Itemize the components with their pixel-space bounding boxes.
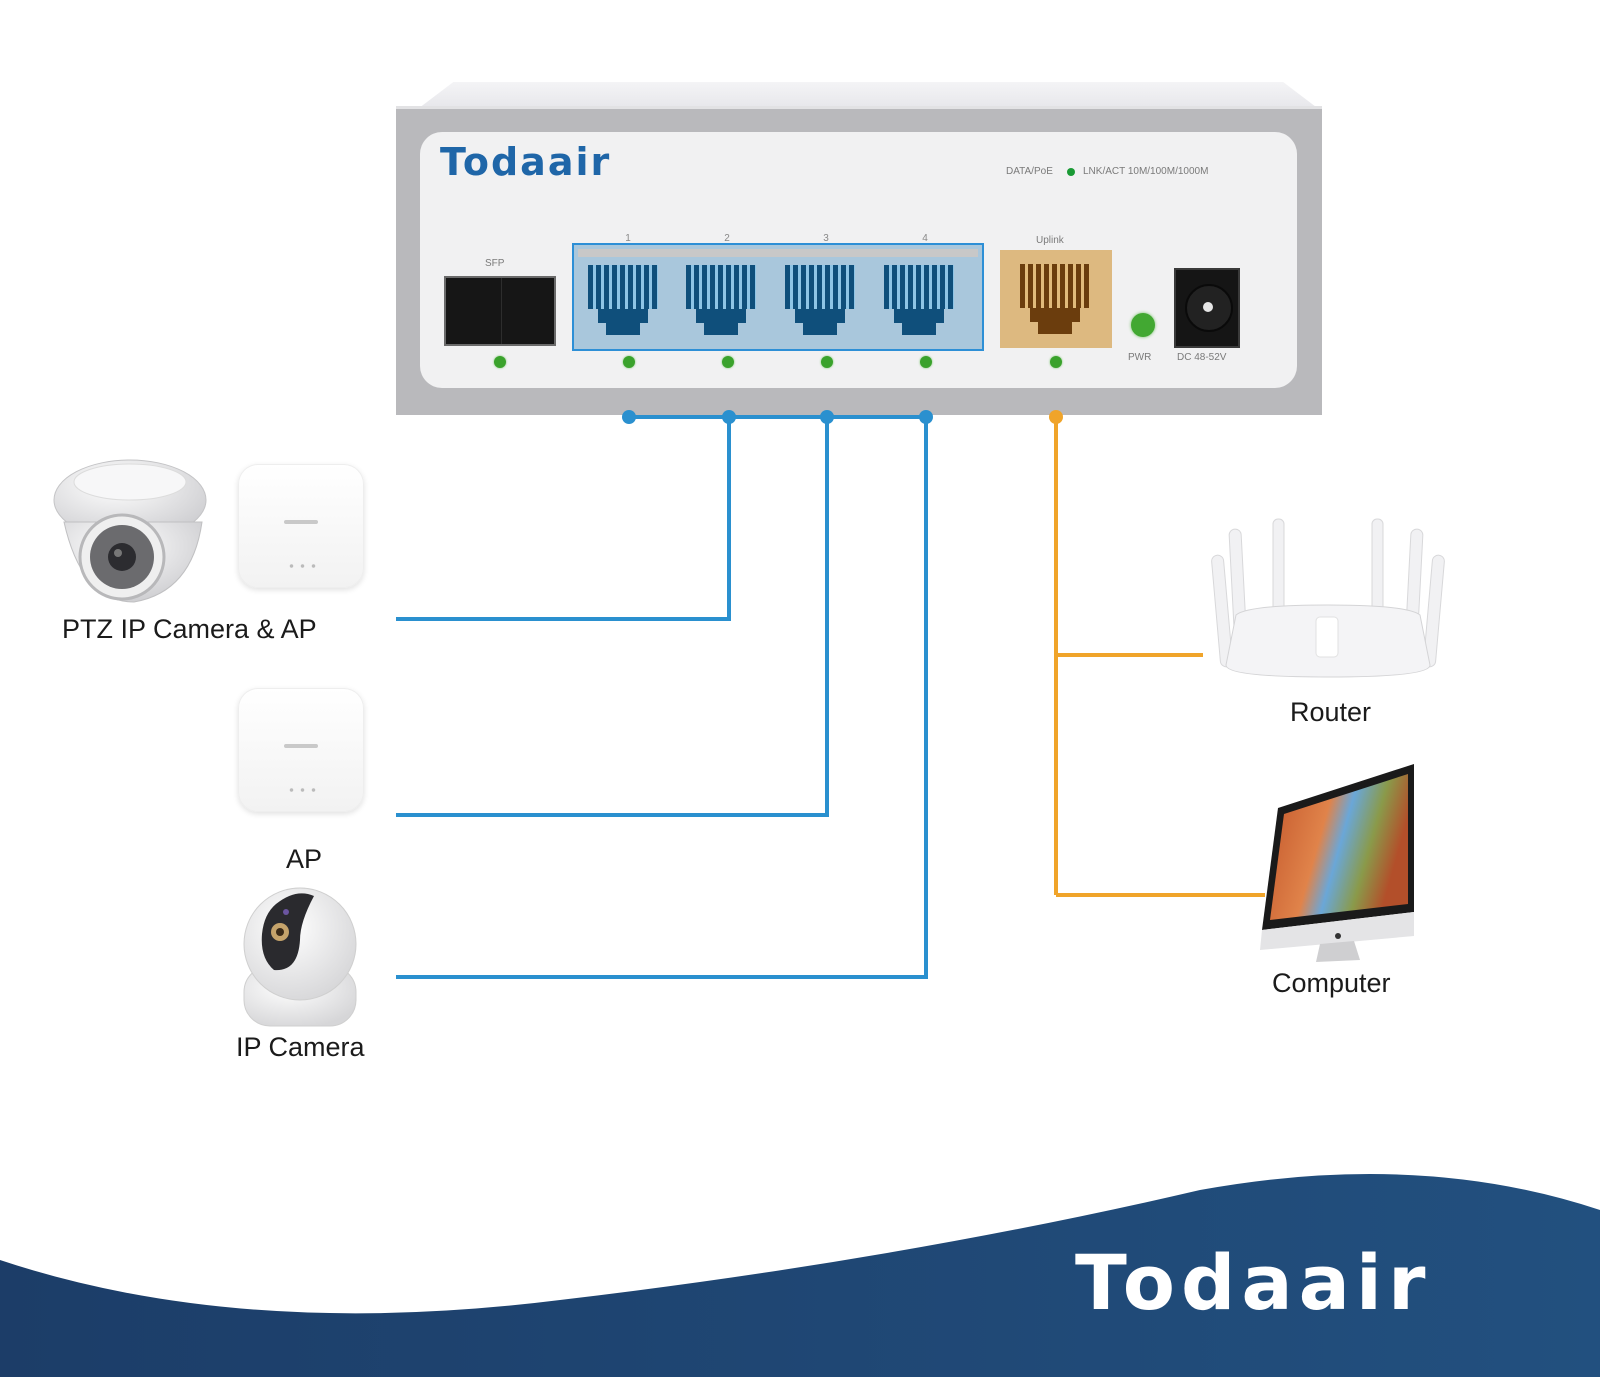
uplink-connections (1054, 417, 1265, 897)
uplink-node-icon (1049, 410, 1063, 424)
port-number-3: 3 (823, 233, 829, 244)
port3-node-icon (820, 410, 834, 424)
legend-lnk-act: LNK/ACT 10M/100M/1000M (1083, 166, 1209, 177)
device-label-computer: Computer (1272, 968, 1391, 998)
port-2-led-icon (722, 356, 734, 368)
power-led-icon (1131, 313, 1155, 337)
port4-node-icon (919, 410, 933, 424)
dc-power-jack[interactable] (1174, 268, 1240, 348)
device-label-ap: AP (286, 844, 323, 874)
line-port3-ap (396, 417, 829, 817)
rj45-port-4[interactable] (880, 265, 958, 339)
rj45-port-3[interactable] (781, 265, 859, 339)
uplink-port[interactable] (1000, 250, 1112, 348)
rj45-port-1[interactable] (584, 265, 662, 339)
footer-brand-logo: Todaair (1075, 1238, 1432, 1327)
footer-banner (0, 1174, 1600, 1377)
switch-top-panel (416, 82, 1320, 110)
legend-data-poe: DATA/PoE (1006, 166, 1053, 177)
port1-node-icon (622, 410, 636, 424)
device-label-router: Router (1290, 697, 1372, 727)
rj45-port-2[interactable] (682, 265, 760, 339)
sfp-port[interactable] (444, 276, 556, 346)
sfp-led-icon (494, 356, 506, 368)
port-4-led-icon (920, 356, 932, 368)
port-number-4: 4 (922, 233, 928, 244)
line-port4-ip-camera (396, 417, 928, 979)
poe-connections (396, 415, 928, 979)
ptz-camera-icon (243, 887, 357, 1027)
port-number-1: 1 (625, 233, 631, 244)
uplink-led-icon (1050, 356, 1062, 368)
port-1-led-icon (623, 356, 635, 368)
legend-led-icon (1067, 168, 1075, 176)
port2-node-icon (722, 410, 736, 424)
switch-brand-logo: Todaair (440, 140, 612, 184)
sfp-label: SFP (485, 258, 505, 269)
access-point-icon (238, 688, 364, 812)
line-port2-ptz-ap (396, 417, 731, 621)
dome-camera-icon (53, 459, 207, 603)
uplink-label: Uplink (1036, 235, 1064, 246)
poe-port-group (572, 243, 984, 351)
access-point-icon (238, 464, 364, 588)
device-label-ptz-ap: PTZ IP Camera & AP (62, 614, 317, 644)
device-label-ip-camera: IP Camera (236, 1032, 365, 1062)
port-number-2: 2 (724, 233, 730, 244)
dc-voltage-label: DC 48-52V (1177, 352, 1227, 363)
connection-lines (396, 410, 1265, 979)
computer-icon (1260, 764, 1414, 962)
port-3-led-icon (821, 356, 833, 368)
pwr-label: PWR (1128, 352, 1152, 363)
router-icon (1211, 518, 1445, 678)
